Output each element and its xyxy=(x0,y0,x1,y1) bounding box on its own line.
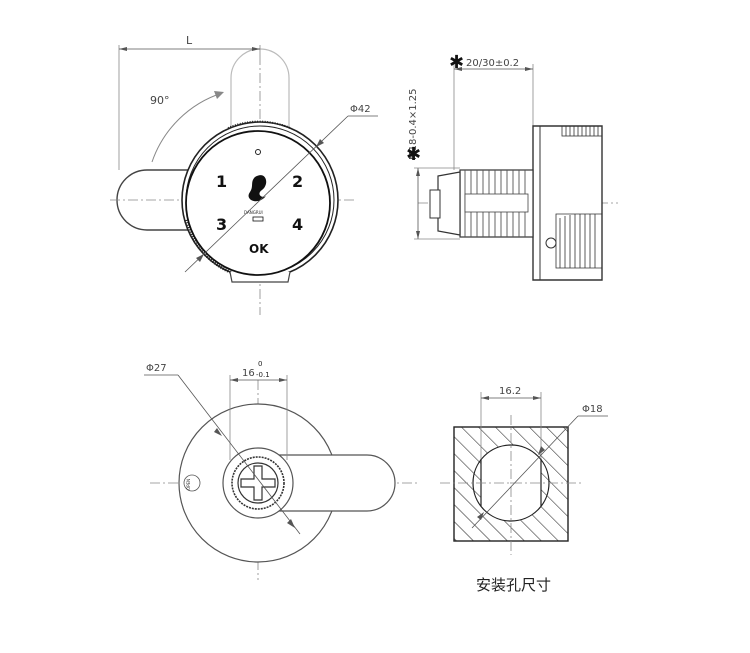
rear-cam-cross xyxy=(240,465,276,501)
dim-20-arrow-l xyxy=(454,67,462,71)
dim-phi18-arrow-2 xyxy=(477,512,484,520)
dim-16-arrow-r xyxy=(279,378,287,382)
dim-l-arrow-right xyxy=(252,47,260,51)
star-mark-2: ✱ xyxy=(406,144,421,165)
side-thread-core xyxy=(464,193,529,213)
knurl-edge-top xyxy=(227,120,291,129)
rear-label-text: OPEN xyxy=(186,479,191,490)
dim-phi42-text: Φ42 xyxy=(350,104,371,115)
side-body xyxy=(532,125,603,281)
dim-phi18-text: Φ18 xyxy=(582,404,603,415)
dim-phi42-arrow-2 xyxy=(316,139,324,147)
dim-20-text: 20/30±0.2 xyxy=(466,58,519,69)
dim-phi18-arrow-1 xyxy=(538,446,545,455)
dim-m18-arrow-b xyxy=(416,231,420,239)
dim-phi42-arrow-1 xyxy=(196,254,204,262)
key-2[interactable]: 2 xyxy=(292,172,303,191)
key-4[interactable]: 4 xyxy=(292,215,303,234)
key-3[interactable]: 3 xyxy=(216,215,227,234)
side-screw-head xyxy=(545,237,557,249)
brand-logo-icon: DANGRUI xyxy=(244,175,267,222)
hole-caption: 安装孔尺寸 xyxy=(476,576,551,594)
key-1[interactable]: 1 xyxy=(216,172,227,191)
dim-m18-text: M18-0.4×1.25 xyxy=(408,88,419,160)
side-view: ✱ 20/30±0.2 M18-0.4×1.25 ✱ xyxy=(406,52,618,281)
rear-label-badge xyxy=(183,474,201,492)
dim-phi27-arrow-2 xyxy=(287,519,295,528)
rear-view: OPEN 16 0 -0.1 Φ27 xyxy=(144,360,420,580)
knurl-edge xyxy=(184,219,231,274)
dim-phi27-leader xyxy=(177,374,301,535)
star-mark-1: ✱ xyxy=(449,52,464,73)
side-knurl-bottom-lines xyxy=(559,214,596,268)
dim-16-arrow-l xyxy=(230,378,238,382)
dim-16-tol-lower: -0.1 xyxy=(256,371,270,379)
rear-handle xyxy=(275,454,396,512)
side-knurl-top-lines xyxy=(565,126,599,136)
hole-view: 16.2 Φ18 安装孔尺寸 xyxy=(440,386,608,594)
indicator-led xyxy=(255,149,261,155)
angle-arc xyxy=(151,92,223,163)
front-view: L 90° 1 2 3 4 OK DANGRUI Φ42 xyxy=(110,34,378,315)
dim-phi18-leader xyxy=(471,415,579,529)
angle-arrow xyxy=(214,91,224,99)
dim-phi27-arrow-1 xyxy=(214,428,222,436)
brand-text: DANGRUI xyxy=(244,210,263,215)
dim-162-text: 16.2 xyxy=(499,386,521,397)
dim-m18-arrow-t xyxy=(416,168,420,176)
dim-20-arrow-r xyxy=(525,67,533,71)
keypad-face xyxy=(185,130,331,276)
dim-l-arrow-left xyxy=(119,47,127,51)
side-nose-cam xyxy=(429,189,441,219)
dim-16-tol-upper: 0 xyxy=(258,360,262,368)
dim-angle-text: 90° xyxy=(150,94,170,107)
dim-16-text: 16 xyxy=(242,368,255,379)
side-nose xyxy=(437,171,461,236)
dim-162-arrow-l xyxy=(481,396,489,400)
side-knurl-bottom xyxy=(555,213,603,269)
dim-l-text: L xyxy=(186,34,193,47)
dim-162-arrow-r xyxy=(533,396,541,400)
dim-phi27-text: Φ27 xyxy=(146,363,167,374)
key-ok[interactable]: OK xyxy=(249,242,269,256)
